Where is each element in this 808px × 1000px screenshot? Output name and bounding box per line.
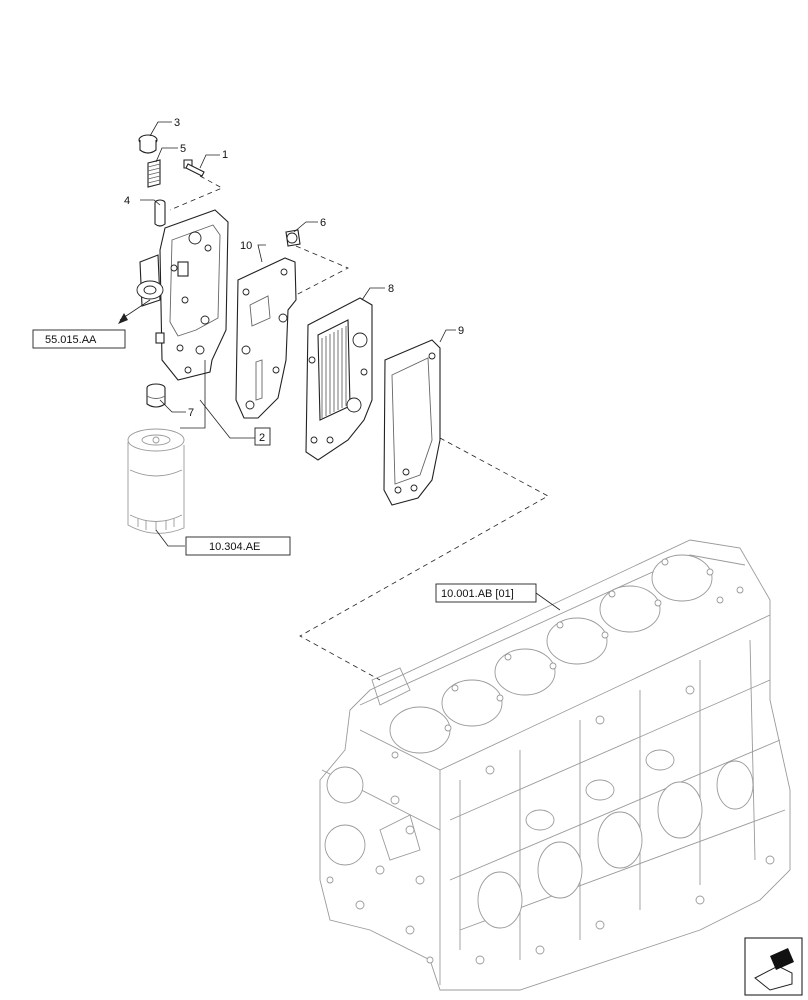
valve-part-4	[154, 199, 166, 227]
callout-7: 7	[188, 407, 194, 419]
callout-3: 3	[174, 117, 180, 129]
ref-box-10001[interactable]: 10.001.AB [01]	[435, 583, 537, 603]
engine-block-drawing	[319, 539, 791, 991]
ref-box-55015[interactable]: 55.015.AA	[32, 329, 126, 349]
spring-part-5	[147, 159, 161, 188]
adapter-part-7	[146, 383, 166, 408]
callout-4: 4	[124, 195, 130, 207]
ref-box-10304[interactable]: 10.304.AE	[185, 536, 291, 556]
gasket-part-9	[383, 339, 441, 506]
callout-6: 6	[320, 217, 326, 229]
filter-housing-drawing	[136, 209, 229, 381]
callout-1: 1	[222, 149, 228, 161]
callout-10: 10	[240, 240, 252, 252]
callout-9: 9	[458, 325, 464, 337]
fitting-part-6	[285, 229, 301, 247]
oil-cooler-part-8	[305, 297, 373, 461]
callout-2-box	[254, 427, 271, 446]
ref-label-10001[interactable]: 10.001.AB [01]	[441, 588, 514, 600]
gasket-part-10	[235, 257, 297, 419]
callout-5: 5	[180, 143, 186, 155]
next-page-arrow-icon[interactable]	[744, 937, 803, 996]
dashed-assembly-lines	[169, 175, 549, 681]
arrow-head-55015	[118, 313, 128, 324]
bolt-part-1	[183, 159, 205, 177]
plug-part-3	[138, 134, 158, 154]
leader-lines	[119, 121, 561, 611]
ref-label-55015[interactable]: 55.015.AA	[45, 334, 97, 346]
callout-8: 8	[388, 283, 394, 295]
oil-filter-drawing	[127, 428, 185, 534]
ref-label-10304[interactable]: 10.304.AE	[209, 541, 260, 553]
callout-2: 2	[259, 432, 265, 444]
